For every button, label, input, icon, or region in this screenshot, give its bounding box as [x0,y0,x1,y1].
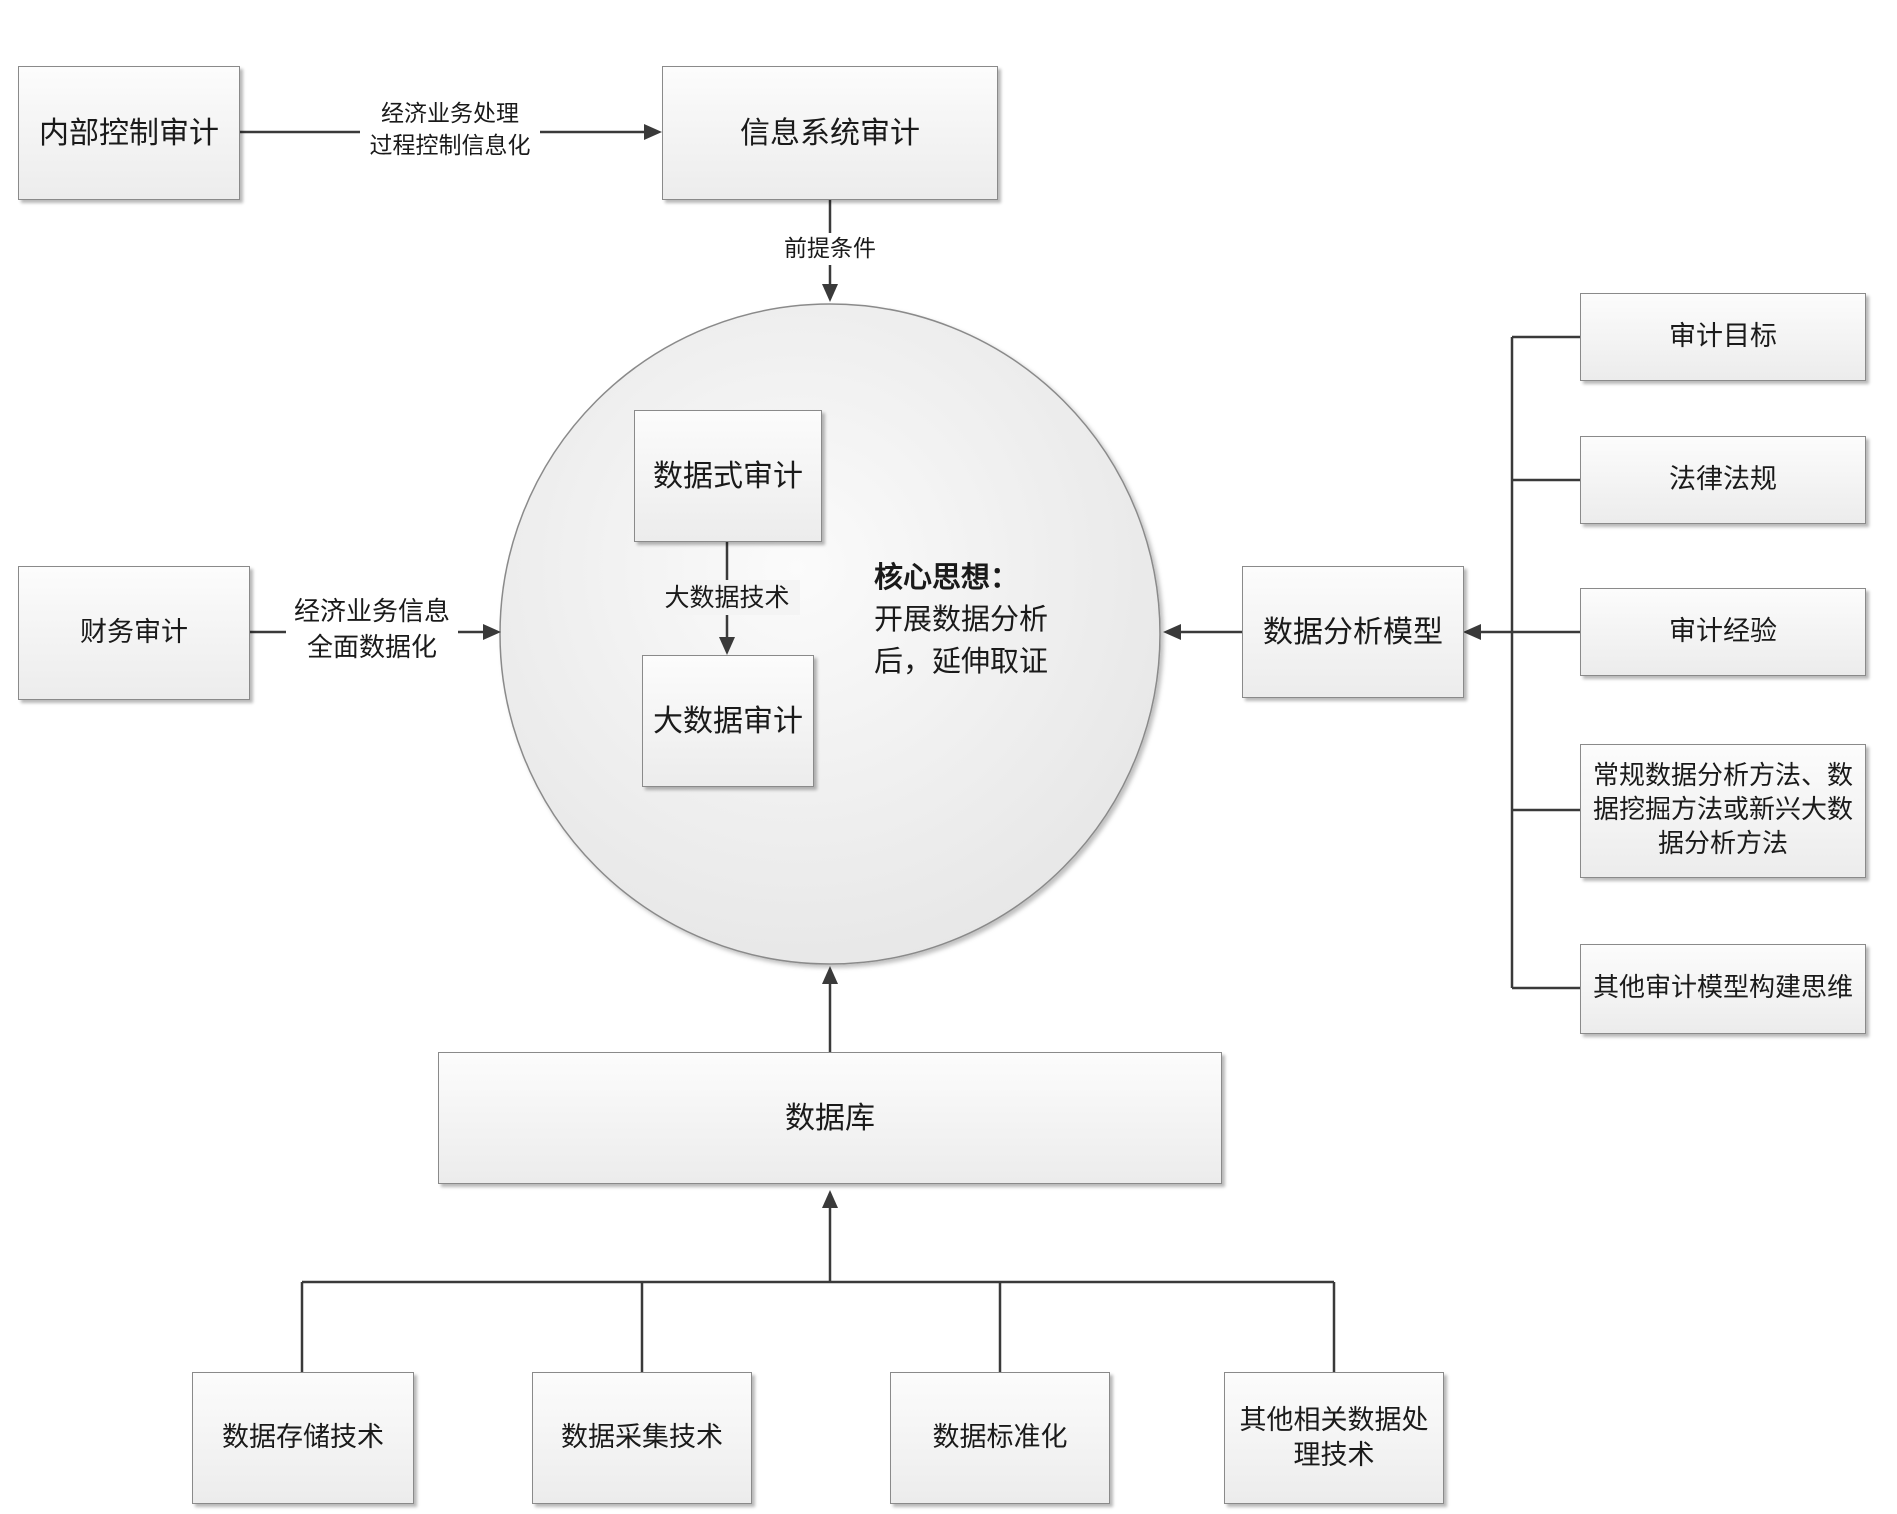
audit-objective-box: 审计目标 [1580,293,1866,381]
financial-audit-box: 财务审计 [18,566,250,700]
edge-label-big-data-tech: 大数据技术 [654,580,800,615]
data-analysis-model-box: 数据分析模型 [1242,566,1464,698]
big-data-audit-box: 大数据审计 [642,655,814,787]
arrowhead-big-data-audit [719,637,735,655]
data-standardization-box: 数据标准化 [890,1372,1110,1504]
core-idea-text: 核心思想： 开展数据分析 后，延伸取证 [874,556,1048,682]
arrowhead-database [822,1190,838,1208]
central-circle [499,303,1161,965]
data-collection-tech-box: 数据采集技术 [532,1372,752,1504]
edge-label-prerequisite: 前提条件 [776,233,884,266]
core-idea-line2: 后，延伸取证 [874,644,1049,679]
data-storage-tech-box: 数据存储技术 [192,1372,414,1504]
edge-label-informatization: 经济业务处理 过程控制信息化 [360,98,540,163]
edge-label-line1: 经济业务处理 [381,101,519,127]
arrowhead-model [1463,624,1481,640]
info-system-audit-box: 信息系统审计 [662,66,998,200]
data-audit-box: 数据式审计 [634,410,822,542]
edge-label-line1: 经济业务信息 [293,597,450,627]
database-box: 数据库 [438,1052,1222,1184]
laws-regulations-box: 法律法规 [1580,436,1866,524]
arrowhead-circle-right [1163,624,1181,640]
analysis-methods-box: 常规数据分析方法、数据挖掘方法或新兴大数据分析方法 [1580,744,1866,878]
edge-label-digitization: 经济业务信息 全面数据化 [286,594,458,667]
internal-control-audit-box: 内部控制审计 [18,66,240,200]
arrowhead-info-system [644,124,662,140]
core-idea-title: 核心思想： [874,560,1020,594]
audit-experience-box: 审计经验 [1580,588,1866,676]
arrowhead-circle-left [483,624,501,640]
other-model-thinking-box: 其他审计模型构建思维 [1580,944,1866,1034]
arrowhead-circle-bottom [822,966,838,984]
arrowhead-circle-top [822,284,838,302]
core-idea-line1: 开展数据分析 [874,602,1049,637]
edge-label-line2: 过程控制信息化 [369,133,531,160]
other-processing-tech-box: 其他相关数据处理技术 [1224,1372,1444,1504]
edge-label-line2: 全面数据化 [306,633,437,664]
